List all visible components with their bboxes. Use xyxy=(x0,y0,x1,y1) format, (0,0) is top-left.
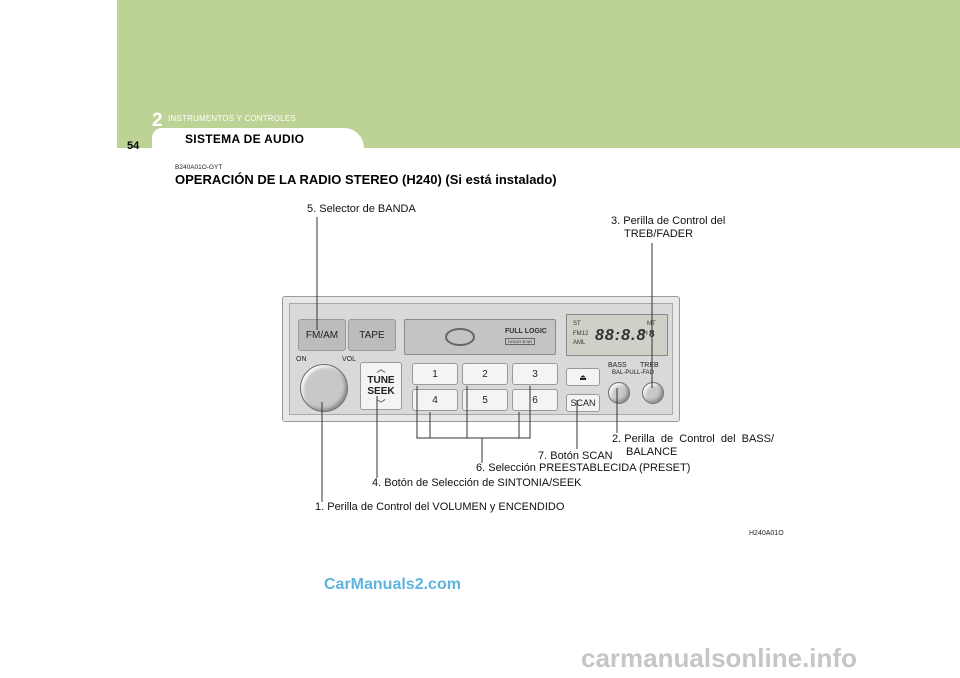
bass-balance-knob[interactable] xyxy=(608,382,630,404)
treb-label: TREB xyxy=(640,362,659,369)
preset-button-5[interactable]: 5 xyxy=(462,389,508,411)
callout-5: 5. Selector de BANDA xyxy=(307,203,416,215)
eject-icon: ⏏ xyxy=(579,372,587,382)
preset-button-3[interactable]: 3 xyxy=(512,363,558,385)
article-heading: OPERACIÓN DE LA RADIO STEREO (H240) (Si … xyxy=(175,172,557,187)
display-fm12: FM12 xyxy=(573,331,589,337)
vol-label: VOL xyxy=(342,356,357,363)
chevron-up-icon: ︿ xyxy=(376,364,386,374)
callout-2-line1: 2. Perilla de Control del BASS/ xyxy=(612,433,775,445)
brand-logo-icon xyxy=(445,328,475,346)
preset-button-2[interactable]: 2 xyxy=(462,363,508,385)
callout-6: 6. Selección PREESTABLECIDA (PRESET) xyxy=(476,462,691,474)
bass-label: BASS xyxy=(608,362,627,369)
callout-3-line1: 3. Perilla de Control del xyxy=(611,215,726,227)
callout-1: 1. Perilla de Control del VOLUMEN y ENCE… xyxy=(315,501,565,513)
header-band xyxy=(117,0,960,148)
seek-label: SEEK xyxy=(367,386,395,397)
watermark-carmanuals2: CarManuals2.com xyxy=(324,576,461,593)
preset-button-4[interactable]: 4 xyxy=(412,389,458,411)
display-digits: 88:8.8 xyxy=(595,327,647,344)
display-ch-digit: 8 xyxy=(649,329,655,340)
fm-am-button[interactable]: FM/AM xyxy=(298,319,346,351)
chapter-title: INSTRUMENTOS Y CONTROLES xyxy=(168,114,296,123)
preset-button-1[interactable]: 1 xyxy=(412,363,458,385)
display-st: ST xyxy=(573,321,581,327)
callout-2-line2: BALANCE xyxy=(626,446,678,458)
radio-unit: FM/AM TAPE FULL LOGIC DOLBY B NR ST FM12… xyxy=(282,296,680,422)
display-ch: CH xyxy=(639,331,648,337)
section-tab xyxy=(168,128,364,148)
eject-button[interactable]: ⏏ xyxy=(566,368,600,386)
dolby-label: DOLBY B NR xyxy=(505,338,536,345)
watermark-carmanualsonline: carmanualsonline.info xyxy=(581,643,857,673)
tune-label: TUNE xyxy=(367,375,395,386)
tune-seek-button[interactable]: ︿ TUNE SEEK ﹀ xyxy=(360,362,402,410)
display-mt: MT xyxy=(647,321,656,327)
section-tab-stem xyxy=(152,128,172,148)
treb-fader-knob[interactable] xyxy=(642,382,664,404)
full-logic-label: FULL LOGIC xyxy=(505,328,547,335)
callout-4: 4. Botón de Selección de SINTONIA/SEEK xyxy=(372,477,582,489)
figure-id: H240A01O xyxy=(749,530,784,537)
page-number: 54 xyxy=(127,140,140,152)
radio-display: ST FM12 AML 88:8.8 MT CH 8 xyxy=(566,314,668,356)
bal-pull-fad-label: BAL-PULL-FAD xyxy=(612,370,655,376)
tape-slot: FULL LOGIC DOLBY B NR xyxy=(404,319,556,355)
chevron-down-icon: ﹀ xyxy=(376,399,386,409)
chapter-number: 2 xyxy=(152,110,163,131)
on-label: ON xyxy=(296,356,307,363)
callout-3-line2: TREB/FADER xyxy=(624,228,694,240)
preset-button-6[interactable]: 6 xyxy=(512,389,558,411)
scan-button[interactable]: SCAN xyxy=(566,394,600,412)
volume-knob[interactable] xyxy=(300,364,348,412)
article-code: B240A01O-GYT xyxy=(175,164,223,171)
section-title: SISTEMA DE AUDIO xyxy=(185,132,305,146)
callout-7: 7. Botón SCAN xyxy=(538,450,613,462)
display-aml: AML xyxy=(573,340,586,346)
tape-button[interactable]: TAPE xyxy=(348,319,396,351)
radio-faceplate: FM/AM TAPE FULL LOGIC DOLBY B NR ST FM12… xyxy=(289,303,673,415)
